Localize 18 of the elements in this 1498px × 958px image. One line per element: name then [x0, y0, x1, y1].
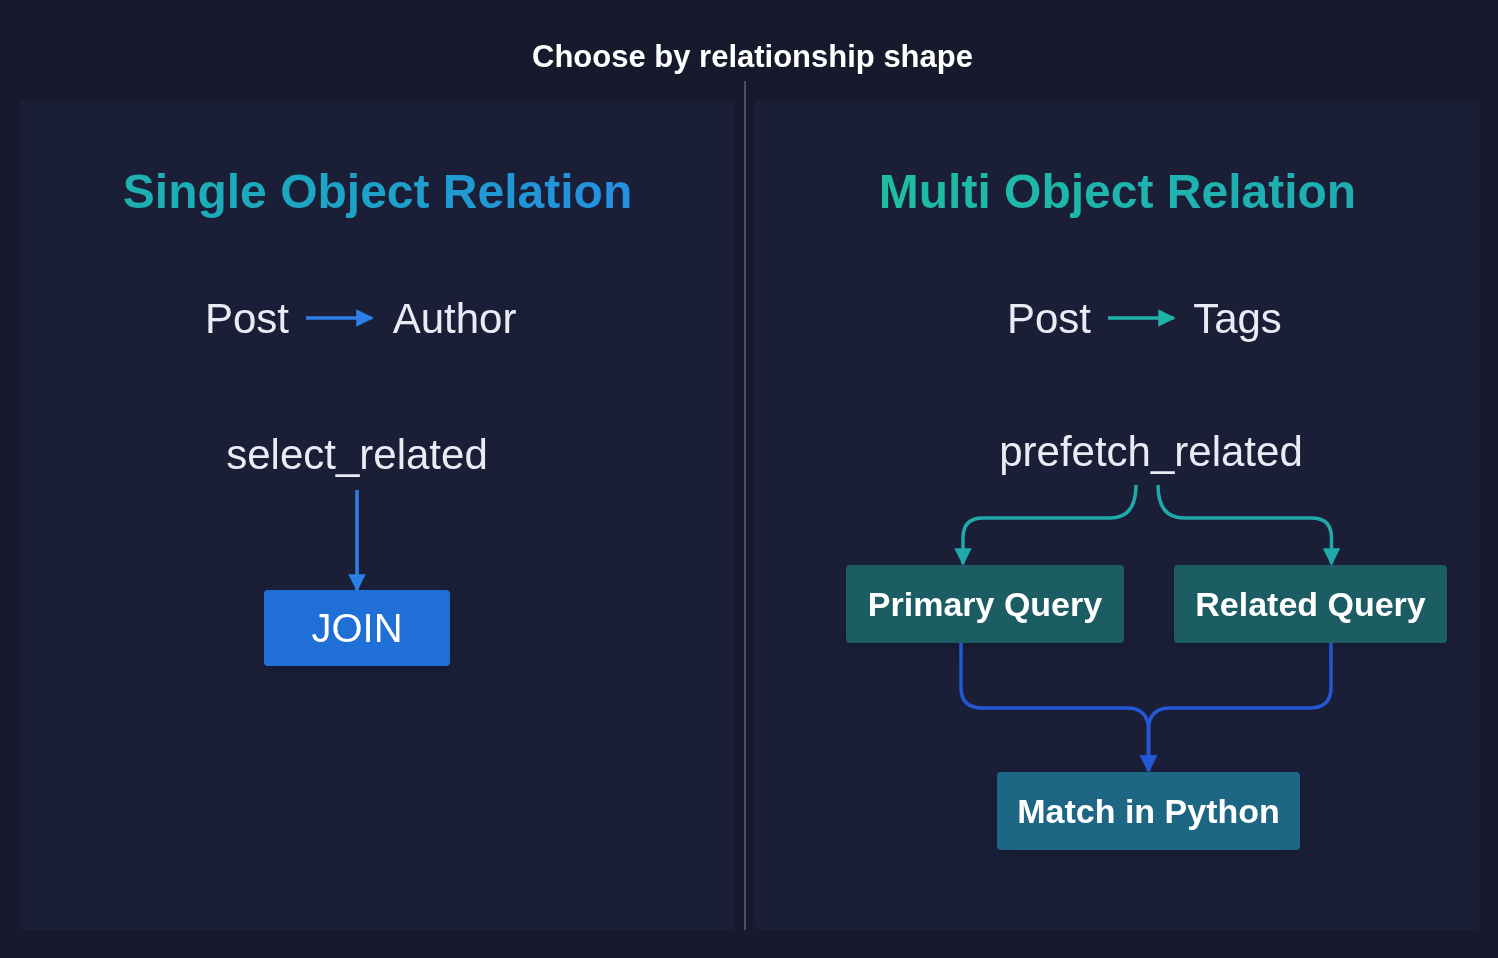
node-label: Post [188, 290, 306, 346]
arrow [1108, 309, 1176, 327]
process-box: Primary Query [846, 565, 1124, 643]
node-label: Author [372, 290, 537, 346]
node-label: prefetch_related [980, 418, 1322, 485]
arrow [954, 484, 1138, 566]
arrow [1156, 484, 1341, 566]
process-box: JOIN [264, 590, 450, 666]
arrow [306, 309, 374, 327]
arrow [348, 490, 366, 592]
node-label: Tags [1174, 290, 1301, 346]
node-label: select_related [207, 418, 507, 490]
node-label: Post [990, 290, 1108, 346]
process-box: Match in Python [997, 772, 1300, 850]
process-box: Related Query [1174, 565, 1447, 643]
arrow [1139, 643, 1333, 773]
panel-background [755, 100, 1480, 930]
panel-background [20, 100, 735, 930]
